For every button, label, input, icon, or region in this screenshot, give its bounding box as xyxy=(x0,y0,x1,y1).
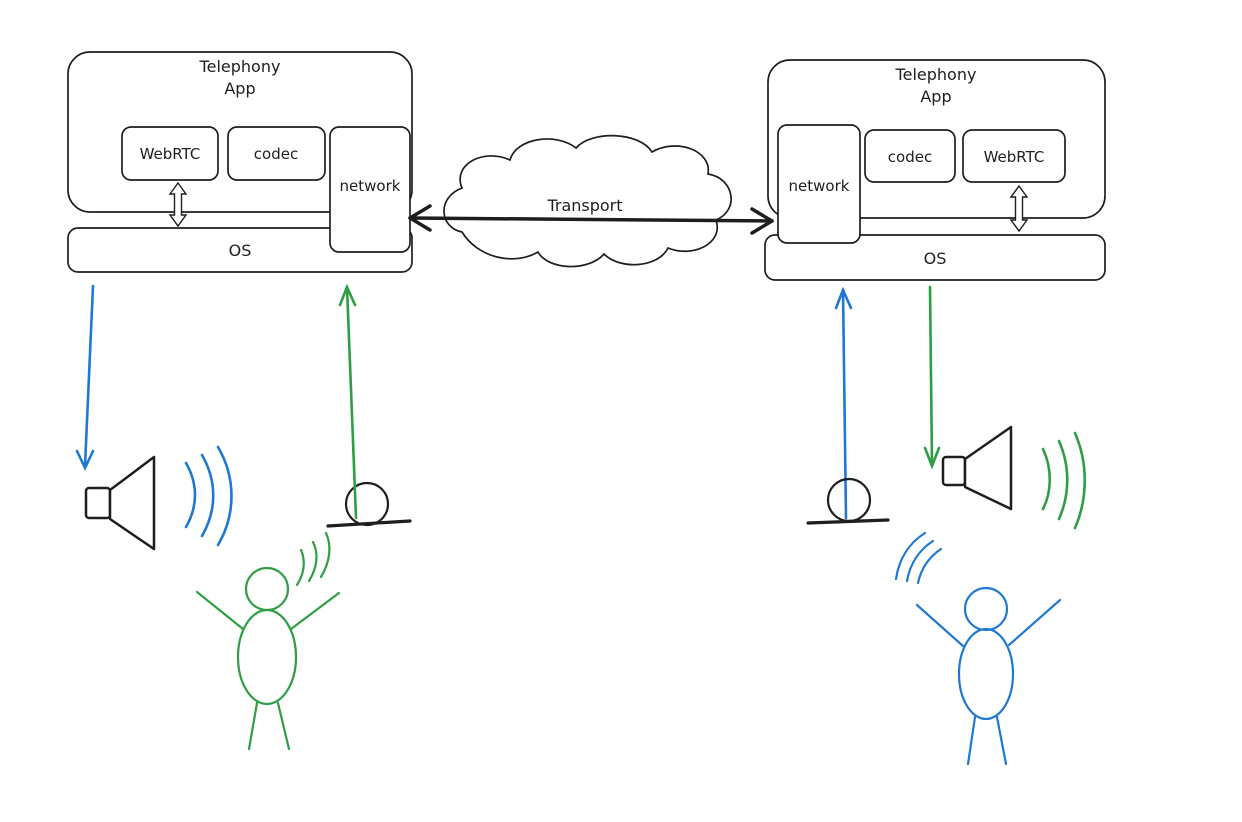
right-speaker-cone xyxy=(963,425,1013,511)
right-speaker-out-arrow xyxy=(923,285,941,470)
sound-wave xyxy=(200,453,215,538)
left-app-title-line2: App xyxy=(224,79,255,98)
transport-cloud xyxy=(443,134,732,268)
left-os-label: OS xyxy=(229,241,252,260)
right-os-box xyxy=(764,234,1106,281)
left-webrtc-box xyxy=(121,126,219,181)
right-codec-box xyxy=(864,129,956,183)
right-green-arrow-line xyxy=(928,285,934,466)
sound-wave xyxy=(1057,439,1069,521)
right-telephony-app: Telephony App network codec WebRTC OS xyxy=(764,59,1106,281)
left-person-head xyxy=(244,566,290,612)
right-app-title-line2: App xyxy=(920,87,951,106)
left-app-title-line1: Telephony xyxy=(199,57,281,76)
left-speaker-body xyxy=(84,486,112,520)
right-webrtc-label: WebRTC xyxy=(984,148,1045,166)
right-person-head xyxy=(963,586,1009,632)
sound-wave xyxy=(894,531,927,581)
left-green-arrow-head xyxy=(338,283,357,307)
left-telephony-app: Telephony App WebRTC codec network OS xyxy=(67,51,413,273)
transport-arrow-left-head xyxy=(408,204,432,232)
left-person-left-arm xyxy=(195,590,245,631)
left-codec-box xyxy=(227,126,326,181)
sound-wave xyxy=(319,531,331,579)
left-mic-base xyxy=(326,519,412,528)
transport-arrow xyxy=(408,204,774,235)
left-webrtc-label: WebRTC xyxy=(140,145,201,163)
left-microphone-icon xyxy=(326,481,412,528)
right-speaker-waves xyxy=(1041,431,1086,530)
sound-wave xyxy=(295,548,305,587)
left-blue-arrow-line xyxy=(83,284,95,468)
left-green-arrow-line xyxy=(345,285,358,520)
right-codec-label: codec xyxy=(888,148,932,166)
right-network-box xyxy=(777,124,861,244)
right-person-left-arm xyxy=(915,603,965,648)
right-os-label: OS xyxy=(924,249,947,268)
transport-section: Transport xyxy=(408,134,774,268)
left-person-right-leg xyxy=(276,701,291,751)
left-network-box xyxy=(329,126,411,253)
left-mic-in-arrow xyxy=(338,283,358,520)
left-speaker-icon xyxy=(84,455,156,551)
left-blue-arrow-head xyxy=(75,449,95,472)
left-person-body xyxy=(236,608,298,706)
left-speaker-waves xyxy=(184,445,233,547)
right-mic-base xyxy=(806,518,890,525)
right-blue-arrow-line xyxy=(841,288,848,520)
left-webrtc-os-arrow xyxy=(168,181,188,228)
right-person-right-arm xyxy=(1007,598,1062,647)
left-person-waves xyxy=(295,531,331,587)
right-app-title-line1: Telephony xyxy=(895,65,977,84)
right-person-waves xyxy=(894,531,943,585)
right-person-figure xyxy=(915,586,1062,766)
right-person-right-leg xyxy=(995,715,1008,766)
right-mic-head xyxy=(826,477,872,523)
sound-wave xyxy=(916,547,943,585)
left-person-figure xyxy=(195,566,341,751)
sound-wave xyxy=(184,461,197,529)
left-speaker-cone xyxy=(108,455,156,551)
right-speaker-body xyxy=(941,455,967,487)
left-os-box xyxy=(67,227,413,273)
sound-wave xyxy=(1041,447,1051,511)
right-speaker-icon xyxy=(941,425,1013,511)
sound-wave xyxy=(216,445,233,547)
right-webrtc-box xyxy=(962,129,1066,183)
left-mic-head xyxy=(344,481,390,527)
right-blue-arrow-head xyxy=(834,286,853,310)
left-network-label: network xyxy=(340,177,401,195)
left-codec-label: codec xyxy=(254,145,298,163)
right-network-label: network xyxy=(789,177,850,195)
right-microphone-icon xyxy=(806,477,890,525)
right-person-body xyxy=(957,627,1015,721)
left-person-right-arm xyxy=(289,591,341,631)
right-webrtc-os-arrow xyxy=(1009,184,1029,233)
sound-wave xyxy=(905,539,935,583)
transport-arrow-right-head xyxy=(750,207,774,235)
left-speaker-out-arrow xyxy=(75,284,95,472)
left-person-left-leg xyxy=(247,701,259,751)
transport-label: Transport xyxy=(546,196,622,215)
sound-wave xyxy=(307,540,318,583)
right-mic-in-arrow xyxy=(834,286,853,520)
sound-wave xyxy=(1073,431,1086,530)
right-green-arrow-head xyxy=(923,446,941,470)
right-person-left-leg xyxy=(966,715,977,766)
transport-arrow-line xyxy=(408,216,774,223)
